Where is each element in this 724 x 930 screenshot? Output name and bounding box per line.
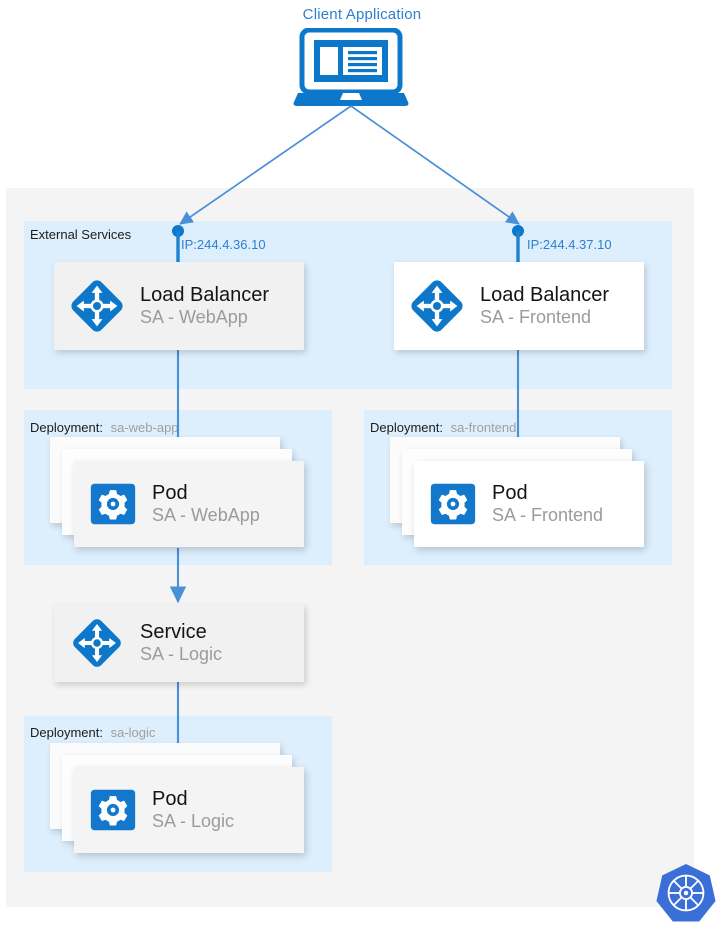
deployment-name: sa-frontend	[450, 420, 517, 435]
card-subtitle: SA - WebApp	[140, 306, 248, 327]
card-title: Load Balancer	[140, 283, 269, 306]
page-title: Client Application	[302, 6, 422, 23]
card-text: Load Balancer SA - WebApp	[140, 284, 269, 329]
card-subtitle: SA - Frontend	[480, 306, 592, 327]
card-title: Load Balancer	[480, 283, 609, 306]
pod-stack-sa-frontend[interactable]: Pod SA - Frontend	[390, 437, 670, 555]
deployment-name: sa-web-app	[110, 420, 179, 435]
card-subtitle: SA - Logic	[140, 643, 223, 664]
deployment-name: sa-logic	[110, 725, 156, 740]
card-title: Pod	[152, 481, 188, 504]
card-service-sa-logic[interactable]: Service SA - Logic	[54, 604, 304, 682]
gear-icon	[74, 461, 152, 547]
card-subtitle: SA - Logic	[152, 810, 235, 831]
laptop-icon	[288, 27, 414, 108]
card-title: Pod	[492, 481, 528, 504]
card-text: Pod SA - Logic	[152, 788, 234, 833]
card-title: Pod	[152, 787, 188, 810]
card-pod-sa-web-app[interactable]: Pod SA - WebApp	[74, 461, 304, 547]
card-text: Load Balancer SA - Frontend	[480, 284, 609, 329]
label-external-services: External Services	[30, 227, 131, 242]
deployment-prefix: Deployment:	[30, 725, 103, 740]
service-icon	[54, 604, 140, 682]
deployment-prefix: Deployment:	[30, 420, 103, 435]
card-text: Pod SA - Frontend	[492, 482, 603, 527]
kubernetes-logo	[655, 862, 717, 924]
ip-label-frontend: IP:244.4.37.10	[527, 237, 612, 252]
card-text: Pod SA - WebApp	[152, 482, 260, 527]
card-text: Service SA - Logic	[140, 621, 222, 666]
card-title: Service	[140, 620, 207, 643]
label-deployment-sa-logic: Deployment: sa-logic	[30, 725, 155, 740]
load-balancer-icon	[54, 262, 140, 350]
card-pod-sa-logic[interactable]: Pod SA - Logic	[74, 767, 304, 853]
gear-icon	[414, 461, 492, 547]
label-deployment-sa-frontend: Deployment: sa-frontend	[370, 420, 516, 435]
pod-stack-sa-logic[interactable]: Pod SA - Logic	[50, 743, 330, 861]
ip-label-webapp: IP:244.4.36.10	[181, 237, 266, 252]
card-load-balancer-webapp[interactable]: Load Balancer SA - WebApp	[54, 262, 304, 350]
card-subtitle: SA - WebApp	[152, 504, 260, 525]
load-balancer-icon	[394, 262, 480, 350]
card-subtitle: SA - Frontend	[492, 504, 604, 525]
label-deployment-sa-web-app: Deployment: sa-web-app	[30, 420, 179, 435]
label-external-services-text: External Services	[30, 227, 132, 242]
gear-icon	[74, 767, 152, 853]
deployment-prefix: Deployment:	[370, 420, 443, 435]
card-pod-sa-frontend[interactable]: Pod SA - Frontend	[414, 461, 644, 547]
pod-stack-sa-web-app[interactable]: Pod SA - WebApp	[50, 437, 330, 555]
card-load-balancer-frontend[interactable]: Load Balancer SA - Frontend	[394, 262, 644, 350]
